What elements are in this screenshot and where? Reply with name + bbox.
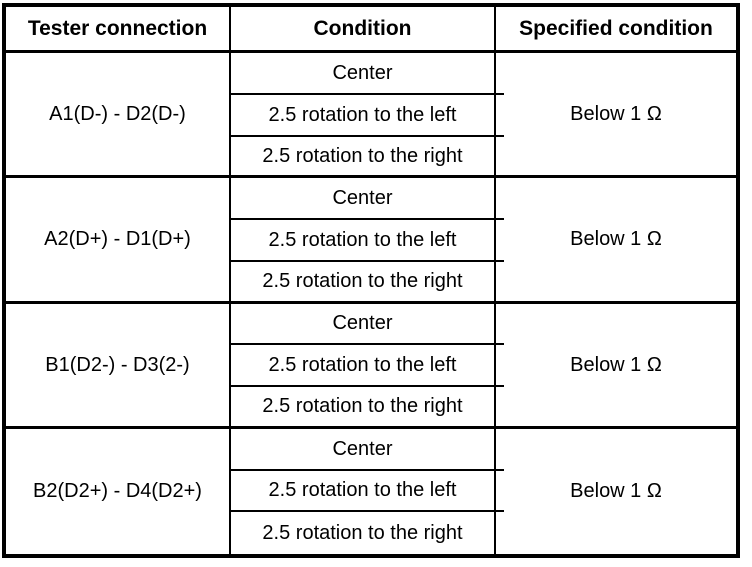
condition-cell: Center bbox=[231, 428, 504, 471]
specified-condition-cell: Below 1 Ω bbox=[570, 480, 662, 503]
condition-cell: 2.5 rotation to the right bbox=[231, 261, 496, 304]
specified-condition-cell: Below 1 Ω bbox=[496, 178, 736, 304]
header-condition: Condition bbox=[231, 7, 496, 53]
header-specified-condition: Specified condition bbox=[496, 7, 736, 53]
condition-cell: Center bbox=[231, 178, 504, 220]
condition-cell: 2.5 rotation to the left bbox=[231, 94, 504, 137]
tester-connection-cell: B1(D2-) - D3(2-) bbox=[6, 303, 231, 429]
condition-cell: 2.5 rotation to the left bbox=[231, 220, 504, 262]
tester-connection-cell: B2(D2+) - D4(D2+) bbox=[6, 428, 231, 554]
tester-connection-cell: A1(D-) - D2(D-) bbox=[6, 53, 231, 179]
condition-cell: 2.5 rotation to the right bbox=[231, 387, 496, 429]
condition-cell: Center bbox=[231, 53, 504, 95]
condition-cell: 2.5 rotation to the right bbox=[231, 136, 496, 179]
condition-cell: 2.5 rotation to the left bbox=[231, 470, 504, 513]
condition-cell: Center bbox=[231, 303, 504, 346]
tester-connection-cell: A2(D+) - D1(D+) bbox=[6, 178, 231, 304]
header-tester-connection: Tester connection bbox=[6, 7, 231, 53]
specified-condition-cell: Below 1 Ω bbox=[496, 304, 736, 429]
specified-condition-cell: Below 1 Ω bbox=[496, 53, 736, 179]
specified-condition-table: Tester connection Condition Specified co… bbox=[2, 3, 740, 558]
condition-cell: 2.5 rotation to the left bbox=[231, 345, 504, 387]
condition-cell: 2.5 rotation to the right bbox=[231, 512, 496, 554]
